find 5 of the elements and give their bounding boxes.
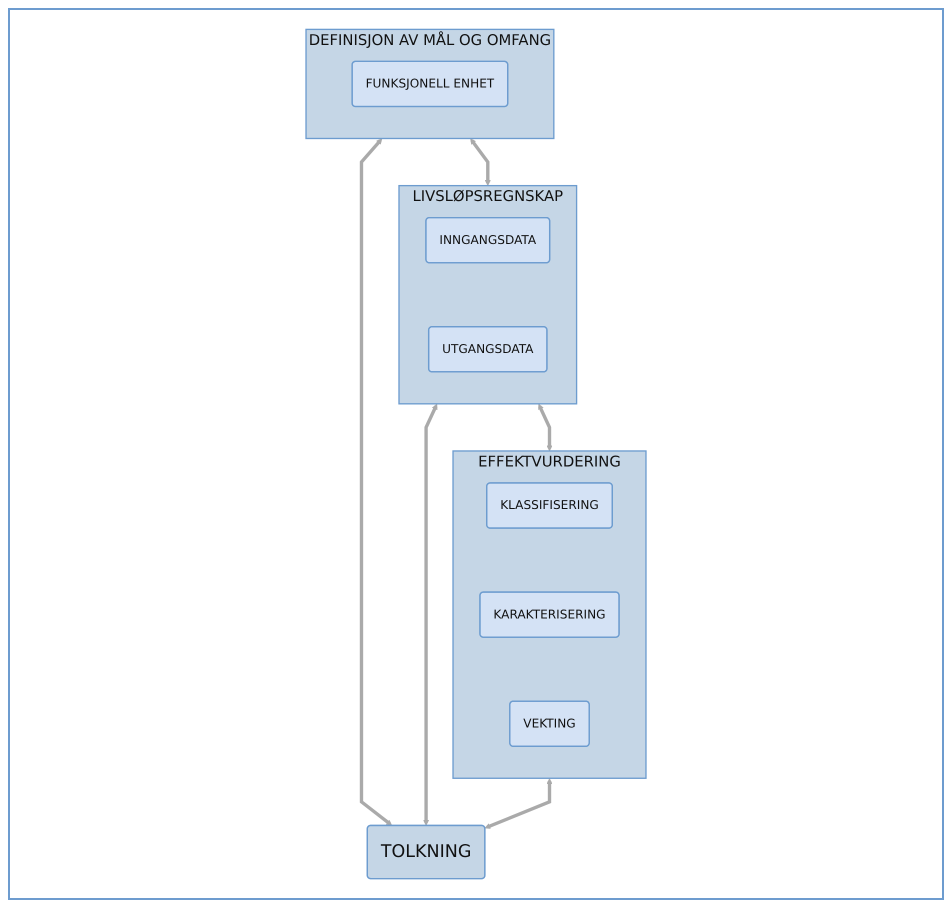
arrow [423,404,438,826]
arrow [470,138,491,186]
arrow [484,778,552,829]
arrow [538,404,552,452]
arrow [360,138,392,826]
